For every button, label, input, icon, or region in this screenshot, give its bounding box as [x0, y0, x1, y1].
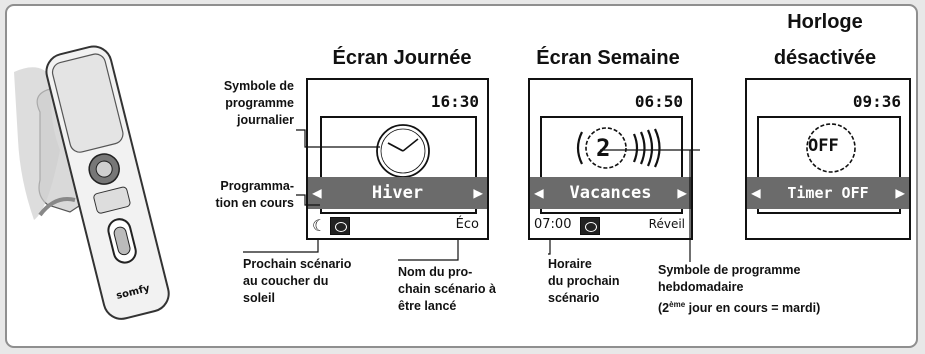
week-bottom-row: 07:00 Réveil — [534, 214, 685, 236]
annotation-next-time: Horaire du prochain scénario — [548, 256, 648, 307]
annotation-line: Programma- — [220, 179, 294, 193]
annotation-line: programme — [225, 96, 294, 110]
week-next-label: Réveil — [648, 217, 685, 231]
annotation-line: du prochain — [548, 274, 620, 288]
week-day-number: 2 — [596, 134, 611, 162]
week-time: 06:50 — [634, 92, 683, 111]
title-clock-off-line1: Horloge — [787, 11, 863, 33]
annotation-line: (2ème jour en cours = mardi) — [658, 296, 908, 317]
title-day-screen: Écran Journée — [332, 47, 472, 69]
annotation-line: Symbole de programme — [658, 263, 801, 277]
annotation-line: Symbole de — [223, 79, 294, 93]
annotation-superscript: ème — [669, 300, 686, 309]
annotation-daily-symbol: Symbole de programme journalier — [188, 78, 294, 129]
week-next-time: 07:00 — [534, 217, 572, 232]
annotation-line: Prochain scénario — [243, 257, 352, 271]
off-time: 09:36 — [852, 92, 901, 111]
off-badge: OFF — [808, 136, 839, 156]
annotation-line: tion en cours — [215, 196, 294, 210]
title-clock-off-line2: désactivée — [773, 47, 877, 69]
annotation-line: hebdomadaire — [658, 280, 744, 294]
week-program-bar: ◀ Vacances ▶ — [530, 177, 691, 209]
week-program-label: Vacances — [569, 183, 652, 203]
off-program-label: Timer OFF — [787, 184, 869, 202]
annotation-line: chain scénario à — [398, 282, 496, 296]
arrow-left-icon: ◀ — [534, 183, 544, 202]
day-next-label: Éco — [455, 217, 479, 232]
arrow-right-icon: ▶ — [895, 183, 905, 202]
annotation-text: jour en cours = mardi) — [685, 301, 821, 316]
weekly-symbol-icon — [576, 127, 661, 169]
annotation-text: (2 — [658, 301, 670, 316]
annotation-line: au coucher du — [243, 274, 329, 288]
annotation-line: être lancé — [398, 299, 457, 313]
day-time: 16:30 — [430, 92, 479, 111]
arrow-left-icon: ◀ — [312, 183, 322, 202]
title-week-screen: Écran Semaine — [536, 47, 680, 69]
off-screen: 09:36 OFF ◀ Timer OFF ▶ — [745, 78, 911, 240]
off-circle-icon — [806, 123, 856, 173]
annotation-current-program: Programma- tion en cours — [188, 178, 294, 212]
annotation-line: scénario — [548, 291, 600, 305]
program-icon — [330, 217, 350, 235]
day-bottom-row: ☾ Éco — [312, 214, 481, 236]
day-program-bar: ◀ Hiver ▶ — [308, 177, 487, 209]
program-icon — [580, 217, 600, 235]
annotation-weekly-symbol: Symbole de programme hebdomadaire (2ème … — [658, 262, 908, 317]
annotation-next-name: Nom du pro- chain scénario à être lancé — [398, 264, 528, 315]
arrow-right-icon: ▶ — [473, 183, 483, 202]
moon-icon: ☾ — [312, 216, 327, 235]
clock-icon — [376, 124, 430, 178]
arrow-left-icon: ◀ — [751, 183, 761, 202]
day-screen: 16:30 ◀ Hiver ▶ ☾ Éco — [306, 78, 489, 240]
annotation-next-sunset: Prochain scénario au coucher du soleil — [243, 256, 383, 307]
day-program-label: Hiver — [371, 183, 424, 203]
annotation-line: Nom du pro- — [398, 265, 473, 279]
annotation-line: journalier — [237, 113, 294, 127]
annotation-line: soleil — [243, 291, 275, 305]
week-screen: 06:50 2 ◀ Vacances ▶ 07:00 Réveil — [528, 78, 693, 240]
arrow-right-icon: ▶ — [677, 183, 687, 202]
annotation-line: Horaire — [548, 257, 592, 271]
off-program-bar: ◀ Timer OFF ▶ — [747, 177, 909, 209]
